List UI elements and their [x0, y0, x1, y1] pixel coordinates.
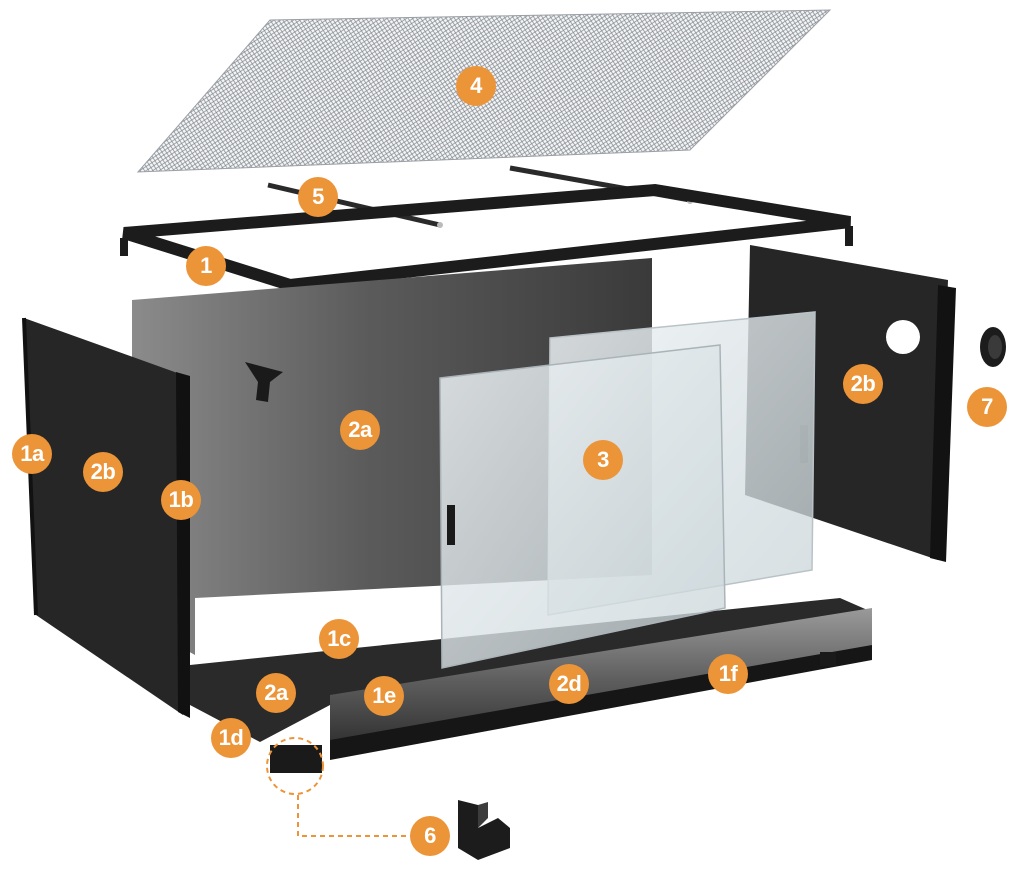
- grommet-icon: [980, 327, 1006, 367]
- callout-support-bar: 5: [298, 177, 338, 217]
- callout-back-panel: 2a: [340, 410, 380, 450]
- callout-rear-left-post: 1b: [161, 480, 201, 520]
- callout-vent-grommet: 7: [967, 387, 1007, 427]
- callout-bottom-rear-rail: 1c: [319, 619, 359, 659]
- lock-knob-icon: [245, 362, 283, 402]
- callout-top-frame: 1: [186, 246, 226, 286]
- callout-left-side-panel: 2b: [83, 452, 123, 492]
- callout-front-right-rail: 1f: [708, 654, 748, 694]
- callout-corner-connector: 6: [410, 816, 450, 856]
- callout-front-base-panel: 2d: [549, 664, 589, 704]
- callout-leader-line: [266, 737, 412, 837]
- callout-screen-top: 4: [456, 66, 496, 106]
- callout-right-side-panel: 2b: [843, 364, 883, 404]
- callout-front-left-rail: 1e: [364, 676, 404, 716]
- callout-glass-doors: 3: [583, 440, 623, 480]
- glass-door-icon: [439, 311, 816, 669]
- corner-connector-icon: [458, 800, 510, 860]
- callout-front-left-corner: 1d: [211, 718, 251, 758]
- callout-left-side-frame: 1a: [12, 434, 52, 474]
- left-side-panel-icon: [22, 317, 190, 718]
- callout-base-panel: 2a: [256, 673, 296, 713]
